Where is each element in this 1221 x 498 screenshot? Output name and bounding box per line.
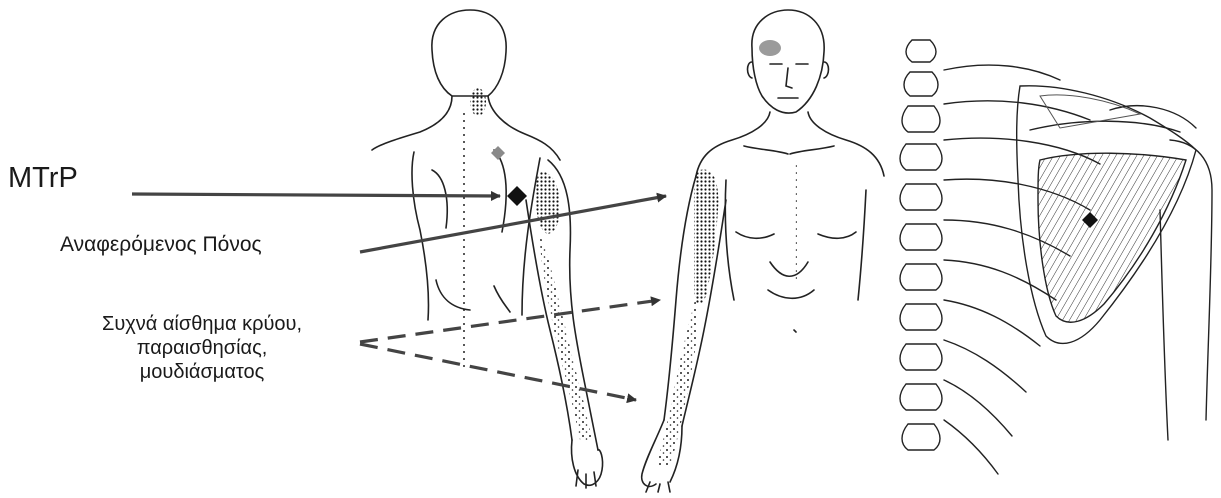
cold-sensation-line-1: Συχνά αίσθημα κρύου,	[52, 312, 352, 336]
cold-sensation-line-3: μουδιάσματος	[52, 360, 352, 384]
cold-arrow-upper	[360, 300, 660, 342]
posterior-body-view	[372, 10, 603, 488]
supraspinatus-region	[1040, 95, 1140, 128]
anterior-sternum-dots	[794, 160, 797, 280]
mtrp-label: MTrP	[8, 162, 78, 195]
mtrp-arrow	[132, 194, 500, 196]
posterior-secondary-point	[491, 146, 505, 160]
mtrp-diamond	[507, 186, 527, 206]
cold-sensation-line-2: παραισθησίας,	[52, 336, 352, 360]
vertebrae	[900, 40, 942, 450]
cold-arrow-lower	[360, 344, 636, 400]
referred-pain-label: Αναφερόμενος Πόνος	[60, 233, 262, 257]
posterior-neck-referral	[470, 88, 486, 116]
cold-sensation-label: Συχνά αίσθημα κρύου, παραισθησίας, μουδι…	[52, 312, 352, 384]
infraspinatus-muscle	[1038, 153, 1186, 322]
referred-pain-arrow	[360, 196, 666, 252]
posterior-spine-dots	[463, 110, 466, 370]
anterior-head-pain	[759, 40, 781, 56]
